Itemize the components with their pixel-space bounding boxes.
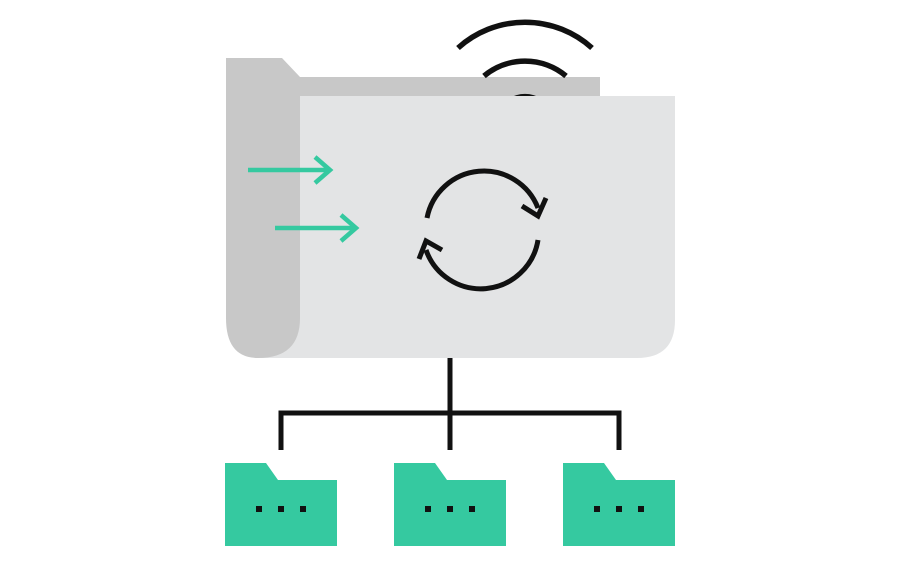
folder-icon (394, 463, 506, 546)
folder-icon (563, 463, 675, 546)
main-folder (226, 19, 675, 358)
folder-icon (225, 463, 337, 546)
arrow-right-icon (248, 155, 334, 185)
folder-front-panel (258, 96, 675, 358)
folder-tree-lines (278, 358, 622, 450)
arrow-right-icon (275, 213, 360, 243)
folder-back-panel (226, 58, 600, 358)
sync-arrows-icon (416, 168, 549, 292)
